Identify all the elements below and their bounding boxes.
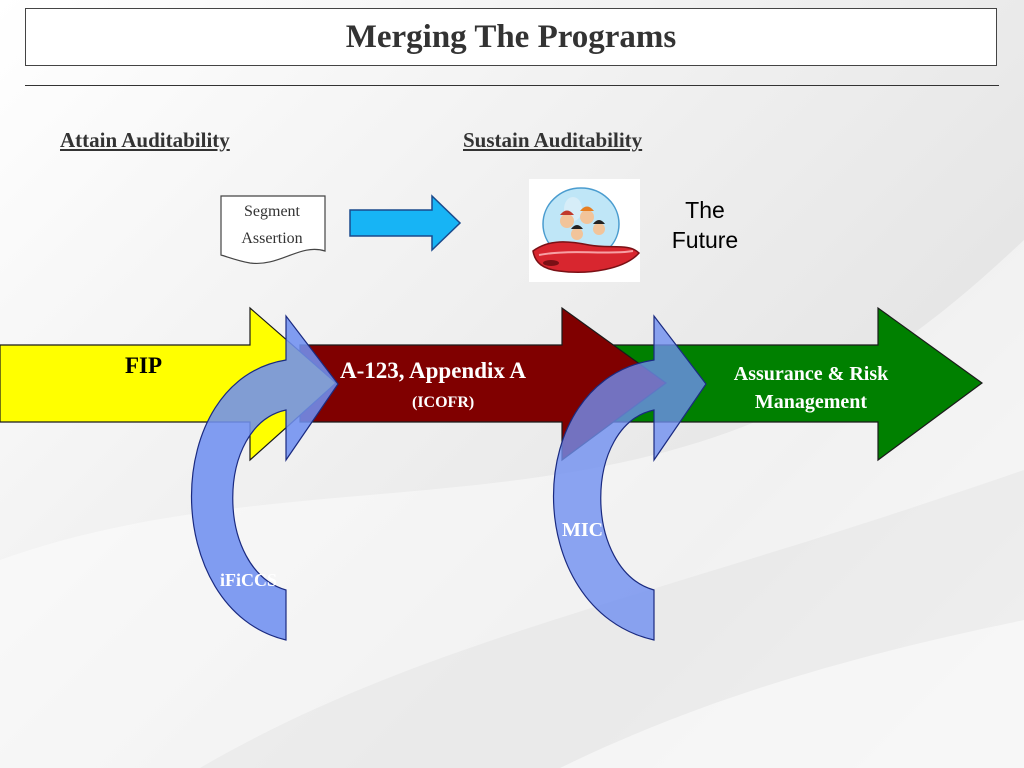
- assertion-label: Assertion: [241, 230, 303, 247]
- mic-curved-arrow: [553, 314, 707, 641]
- segment-assertion-document: [220, 195, 326, 265]
- jetsons-cartoon-image: [529, 179, 640, 282]
- fip-label: FIP: [125, 353, 163, 378]
- segment-assertion-label: Segment Assertion: [220, 198, 324, 252]
- the-label: The: [685, 197, 725, 223]
- ificcs-curved-arrow: [191, 314, 339, 641]
- attain-heading: Attain Auditability: [60, 128, 230, 152]
- mic-label: MIC: [562, 519, 604, 541]
- assurance-risk-line1: Assurance & Risk: [733, 363, 889, 385]
- assurance-risk-line2: Management: [754, 391, 868, 413]
- sustain-heading: Sustain Auditability: [463, 128, 643, 152]
- slide-title: Merging The Programs: [345, 18, 677, 55]
- segment-label: Segment: [244, 203, 300, 220]
- title-box: Merging The Programs: [25, 8, 997, 66]
- a123-label: A-123, Appendix A: [340, 358, 526, 383]
- flying-car-illustration: [529, 179, 640, 282]
- icofr-label: (ICOFR): [412, 394, 475, 411]
- ificcs-label: iFiCCS: [220, 570, 278, 590]
- future-label: Future: [671, 227, 739, 253]
- the-future-label: The Future: [650, 195, 760, 255]
- cyan-right-arrow: [349, 194, 462, 252]
- assurance-risk-label: Assurance & Risk Management: [718, 360, 904, 416]
- title-divider: [25, 85, 999, 86]
